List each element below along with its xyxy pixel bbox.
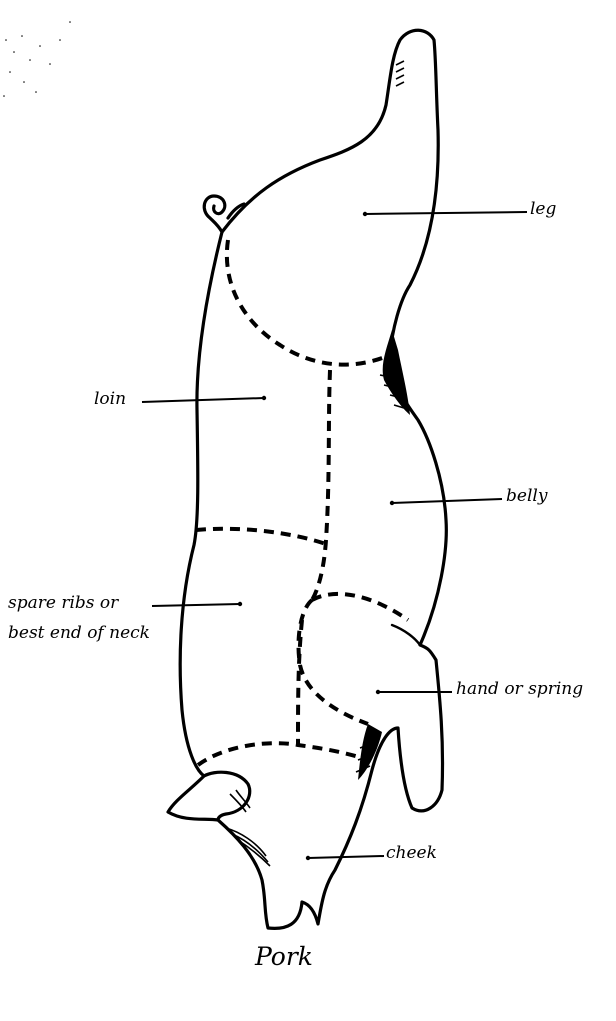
leader-belly <box>391 498 503 504</box>
ear-outline <box>202 770 252 822</box>
label-spare-ribs-line2: best end of neck <box>8 623 150 643</box>
cheek-shading <box>225 789 271 867</box>
label-loin: loin <box>94 389 127 409</box>
cut-line-neck <box>196 741 369 767</box>
hand-fold-line <box>390 623 422 647</box>
cut-line-ribs-belly <box>296 619 304 746</box>
label-leg: leg <box>530 199 557 219</box>
leader-cheek <box>307 855 385 859</box>
leader-lines <box>141 211 528 861</box>
label-cheek: cheek <box>386 843 437 863</box>
cut-line-leg <box>224 239 391 367</box>
tail-curl <box>202 194 246 234</box>
hock-marks <box>395 60 405 87</box>
corner-specks <box>3 21 71 97</box>
cut-line-loin-belly <box>310 369 332 602</box>
diagram-title: Pork <box>255 942 313 971</box>
label-belly: belly <box>506 486 548 506</box>
label-spare-ribs-line1: spare ribs or <box>8 593 119 613</box>
cut-line-loin-ribs <box>195 526 327 546</box>
leader-spare-ribs <box>151 603 241 607</box>
leader-loin <box>141 397 265 403</box>
cut-line-hand <box>296 591 410 726</box>
groin-shading <box>379 330 410 415</box>
label-hand: hand or spring <box>456 679 584 699</box>
carcass-outline <box>166 28 448 930</box>
neck-shading <box>355 724 382 780</box>
leader-leg <box>364 211 528 215</box>
